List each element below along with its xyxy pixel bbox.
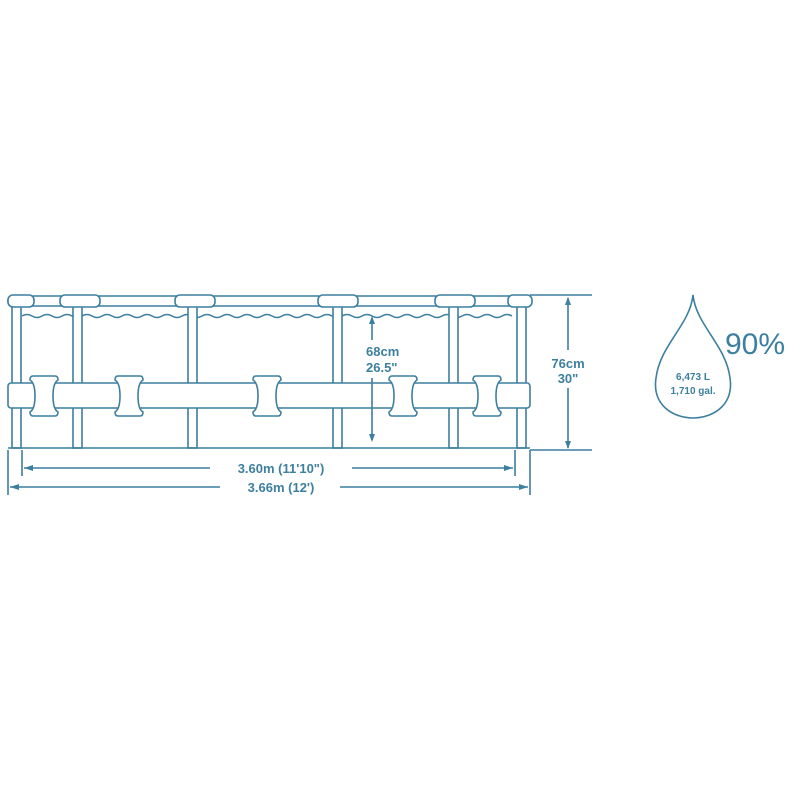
fill-percent: 90% xyxy=(725,328,785,361)
water-line xyxy=(21,313,513,319)
pool-frame xyxy=(7,294,533,449)
water-drop-icon xyxy=(654,294,732,419)
leg xyxy=(516,303,527,449)
capacity-gallons: 1,710 gal. xyxy=(670,386,715,397)
leg xyxy=(187,303,198,449)
capacity-indicator: 6,473 L 1,710 gal. 90% xyxy=(654,294,785,419)
leg xyxy=(332,303,343,449)
leg xyxy=(11,303,22,449)
water-depth-dimension: 68cm 26.5" xyxy=(366,316,399,442)
inner-diameter: 3.60m (11'10") xyxy=(238,461,325,476)
leg-caps xyxy=(7,294,533,308)
capacity-liters: 6,473 L xyxy=(676,372,710,383)
height-in: 30" xyxy=(558,371,579,386)
height-cm: 76cm xyxy=(551,356,584,371)
diameter-dimensions: 3.60m (11'10") 3.66m (12') xyxy=(7,450,531,495)
outer-diameter: 3.66m (12') xyxy=(248,480,315,495)
connectors xyxy=(29,375,502,417)
water-depth-cm: 68cm xyxy=(366,344,399,359)
leg xyxy=(448,303,459,449)
leg xyxy=(72,303,83,449)
water-depth-in: 26.5" xyxy=(366,360,397,375)
height-dimension: 76cm 30" xyxy=(530,294,592,451)
